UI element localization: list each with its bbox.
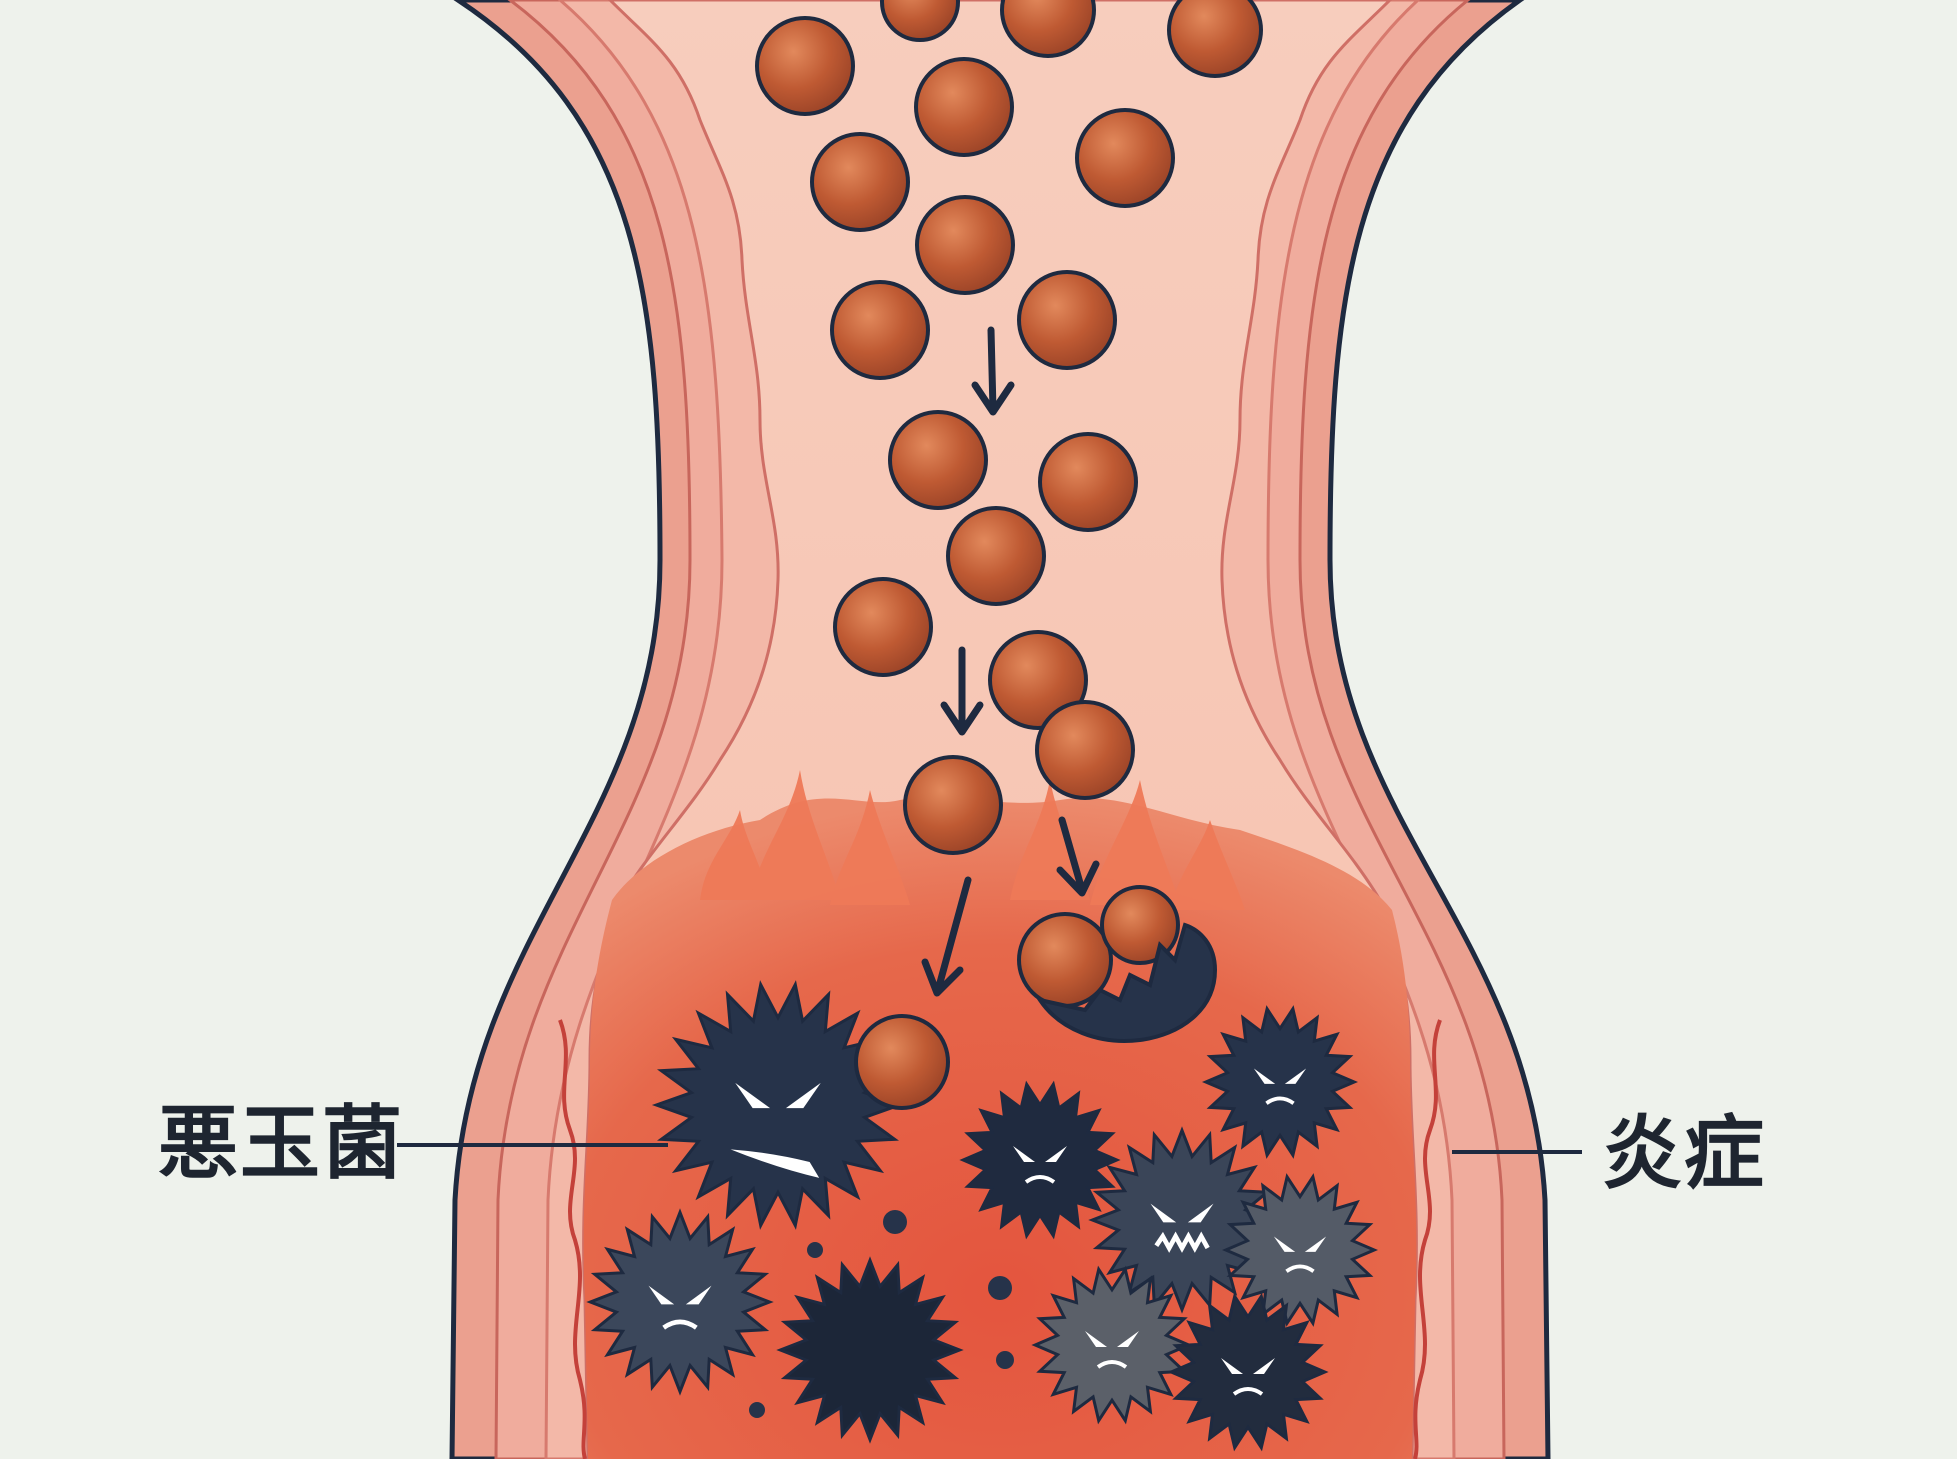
bead-icon bbox=[757, 18, 853, 114]
bead-icon bbox=[832, 282, 928, 378]
inflammation-label: 炎症 bbox=[1602, 1114, 1766, 1194]
bead-icon bbox=[1019, 272, 1115, 368]
bead-icon bbox=[917, 197, 1013, 293]
bead-icon bbox=[948, 508, 1044, 604]
bead-icon bbox=[1077, 110, 1173, 206]
bead-icon bbox=[1169, 0, 1261, 76]
bead-icon bbox=[890, 412, 986, 508]
bad-bacteria-label: 悪玉菌 bbox=[158, 1104, 404, 1184]
bead-icon bbox=[1040, 434, 1136, 530]
bead-icon bbox=[856, 1016, 948, 1108]
bead-icon bbox=[905, 757, 1001, 853]
bead-icon bbox=[835, 579, 931, 675]
bead-icon bbox=[916, 59, 1012, 155]
bead-icon bbox=[812, 134, 908, 230]
bead-icon bbox=[1037, 702, 1133, 798]
